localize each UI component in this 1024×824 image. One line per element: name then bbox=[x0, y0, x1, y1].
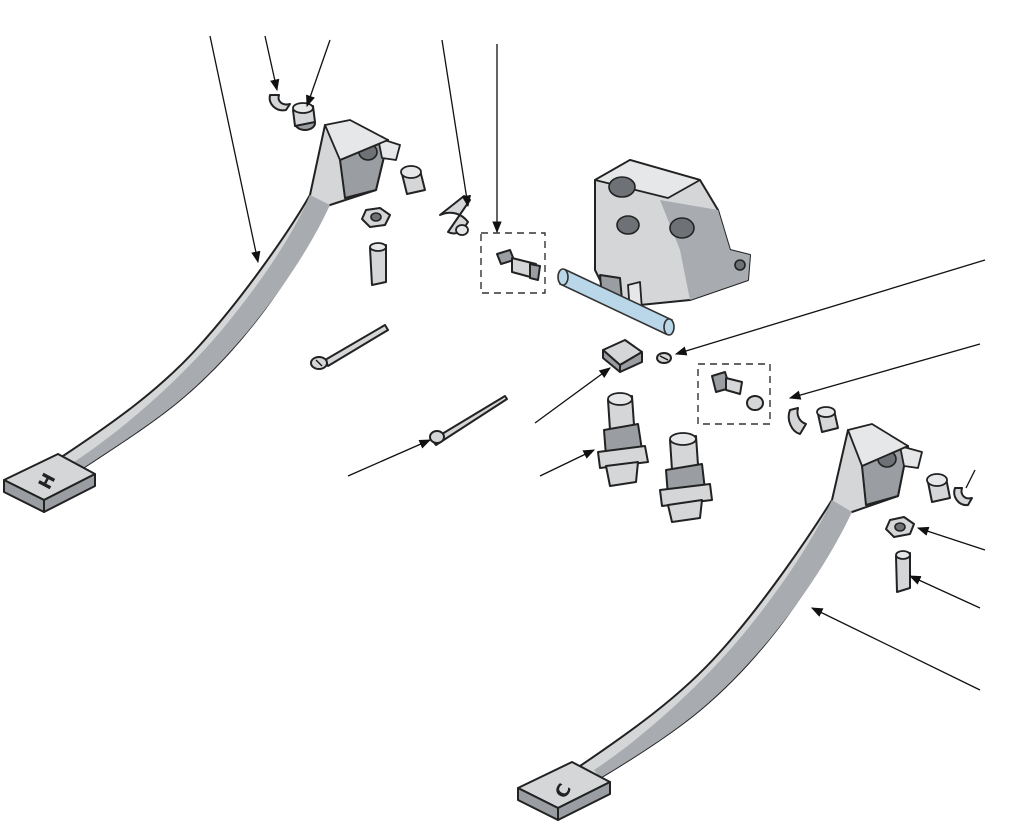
right-handle-arm bbox=[579, 423, 923, 779]
small-screw bbox=[656, 352, 672, 364]
bracket-plate bbox=[602, 339, 643, 373]
leader-small-screw bbox=[674, 259, 986, 356]
long-screw bbox=[310, 324, 389, 370]
left-retaining-clip bbox=[268, 94, 291, 112]
right-spring-pin bbox=[895, 550, 911, 593]
leader-left-handle bbox=[209, 35, 261, 264]
leader-right-nut bbox=[916, 526, 986, 551]
blue-rod bbox=[557, 268, 675, 336]
leader-left-clip bbox=[264, 35, 280, 92]
taper-pin bbox=[429, 395, 508, 446]
leader-left-bushing bbox=[306, 39, 331, 108]
right-bushing-side bbox=[926, 473, 951, 503]
valve-body bbox=[594, 159, 751, 313]
cartridge-left bbox=[597, 392, 649, 487]
leader-right-spring-clip bbox=[788, 343, 981, 400]
left-hex-nut bbox=[361, 207, 391, 228]
left-bushing-top bbox=[292, 102, 316, 131]
right-retaining-clip bbox=[953, 487, 973, 507]
leader-cartridge bbox=[539, 449, 596, 477]
leader-right-pin bbox=[908, 575, 981, 609]
right-spring-clip bbox=[787, 407, 807, 435]
leader-right-retaining-clip bbox=[965, 469, 976, 489]
cartridge-right bbox=[659, 432, 713, 523]
left-handle-arm bbox=[59, 119, 401, 471]
leader-right-handle bbox=[810, 607, 981, 691]
top-screw-set-box bbox=[480, 232, 546, 294]
left-spring-pin bbox=[369, 242, 387, 286]
left-bushing-side bbox=[400, 165, 426, 195]
right-bushing-top bbox=[816, 406, 839, 433]
leader-lines bbox=[209, 35, 986, 691]
right-screw-set-box bbox=[697, 363, 771, 425]
leader-spring-clip bbox=[441, 39, 471, 208]
leader-bracket bbox=[534, 367, 611, 424]
leader-taper-pin bbox=[347, 439, 432, 477]
top-spring-clip bbox=[439, 195, 471, 236]
right-handle-pad: C bbox=[517, 761, 611, 821]
right-hex-nut bbox=[885, 516, 915, 538]
left-handle-pad: H bbox=[3, 453, 96, 513]
